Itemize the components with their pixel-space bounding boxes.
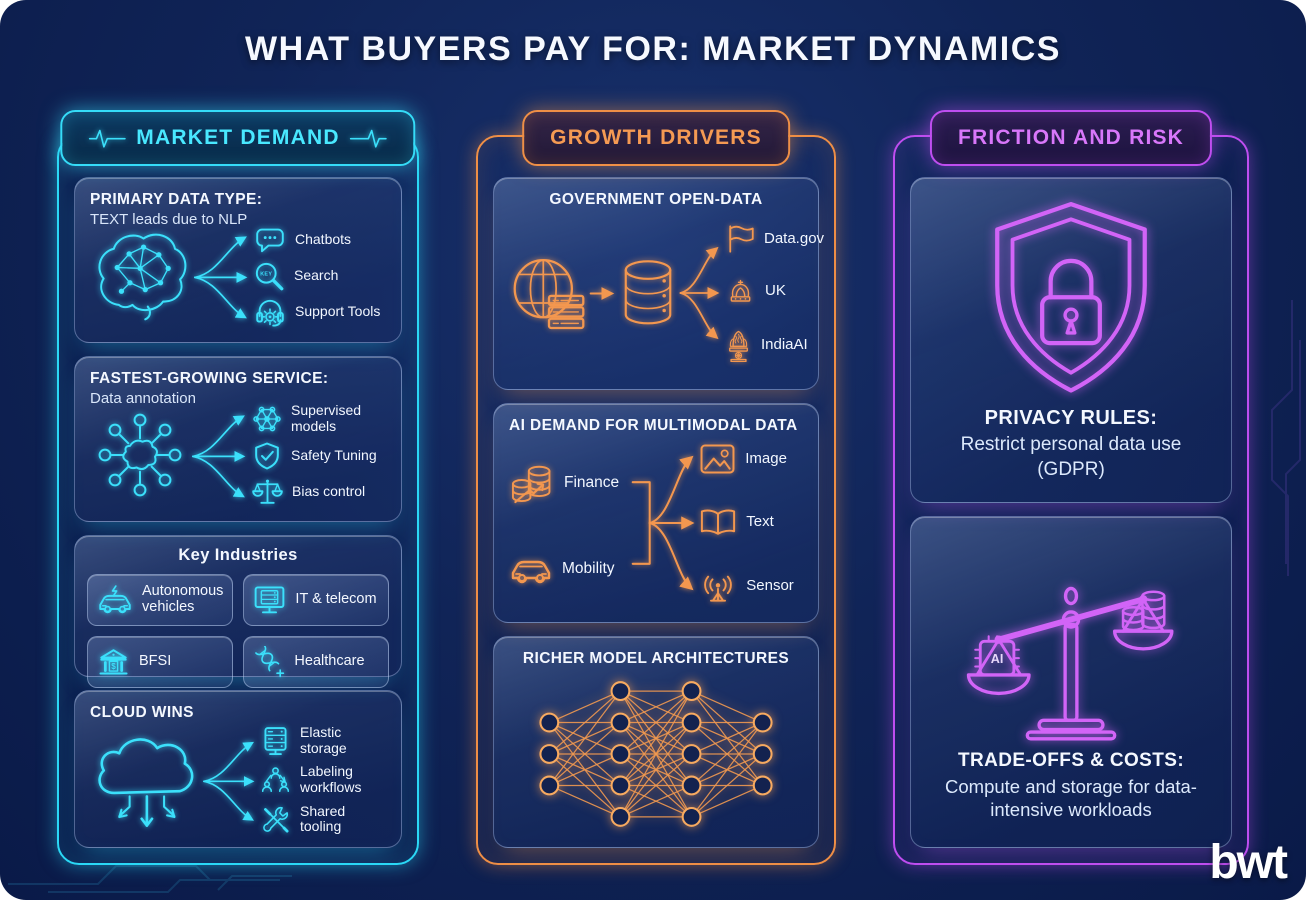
card-multimodal-demand: AI DEMAND FOR MULTIMODAL DATA Finance bbox=[493, 403, 819, 623]
globe-server-icon bbox=[513, 259, 585, 330]
card-privacy-rules: PRIVACY RULES: Restrict personal data us… bbox=[910, 177, 1232, 503]
list-item: Bias control bbox=[252, 477, 386, 507]
list-item: Mobility bbox=[509, 551, 631, 587]
market-demand-header-label: MARKET DEMAND bbox=[136, 126, 340, 149]
friction-risk-header-label: FRICTION AND RISK bbox=[957, 126, 1185, 149]
card-tradeoffs-costs: AI TRADE-OFFS & COSTS: Compute and stora… bbox=[910, 515, 1232, 848]
page-title: WHAT BUYERS PAY FOR: MARKET DYNAMICS bbox=[245, 30, 1061, 68]
database-icon bbox=[624, 260, 672, 325]
balance-ai-cost-icon: AI bbox=[966, 586, 1174, 741]
card-subtitle: TEXT leads due to NLP bbox=[90, 211, 248, 228]
column-friction-risk: FRICTION AND RISK PRIVACY RULES: Restric… bbox=[893, 110, 1249, 865]
card-body: Restrict personal data use (GDPR) bbox=[960, 434, 1182, 480]
card-fastest-growing-service: FASTEST-GROWING SERVICE: Data annotation bbox=[74, 356, 402, 522]
list-item: Sensor bbox=[699, 570, 803, 603]
india-emblem-icon bbox=[729, 330, 748, 362]
list-item: Finance bbox=[509, 460, 631, 506]
card-title: AI DEMAND FOR MULTIMODAL DATA bbox=[509, 417, 798, 434]
growth-drivers-header-label: GROWTH DRIVERS bbox=[550, 126, 762, 149]
column-market-demand: MARKET DEMAND PRIMARY DATA TYPE: TEXT le… bbox=[57, 110, 419, 865]
card-title: PRIVACY RULES: bbox=[984, 407, 1158, 430]
card-title: RICHER MODEL ARCHITECTURES bbox=[522, 650, 790, 667]
open-book-icon bbox=[701, 509, 736, 535]
card-cloud-wins: CLOUD WINS bbox=[74, 690, 402, 848]
annotation-hub-icon bbox=[98, 413, 182, 497]
list-item: IndiaAI bbox=[725, 328, 824, 362]
card-subtitle: Data annotation bbox=[90, 390, 196, 407]
server-monitor-icon bbox=[255, 585, 285, 613]
cloud-download-icon bbox=[98, 738, 194, 827]
market-demand-header: MARKET DEMAND bbox=[60, 110, 416, 166]
pulse-icon bbox=[350, 129, 388, 148]
coins-growth-icon bbox=[512, 465, 551, 503]
svg-text:$: $ bbox=[111, 662, 116, 671]
headset-gear-icon bbox=[256, 299, 284, 327]
svg-text:AI: AI bbox=[991, 652, 1004, 666]
card-title: CLOUD WINS bbox=[90, 704, 194, 721]
people-workflow-icon bbox=[261, 767, 290, 793]
tools-icon bbox=[263, 806, 289, 833]
list-item: Data.gov bbox=[725, 224, 824, 254]
card-title: Key Industries bbox=[178, 546, 298, 564]
friction-risk-header: FRICTION AND RISK bbox=[929, 110, 1213, 166]
list-item: KEY Search bbox=[254, 261, 386, 292]
flag-icon bbox=[729, 225, 754, 253]
list-item: Image bbox=[699, 443, 803, 475]
list-item: Labeling workflows bbox=[260, 763, 386, 795]
fan-arrows bbox=[192, 415, 246, 498]
columns-wrapper: MARKET DEMAND PRIMARY DATA TYPE: TEXT le… bbox=[0, 110, 1306, 865]
card-body: Compute and storage for data-intensive w… bbox=[945, 775, 1197, 821]
list-item: Support Tools bbox=[254, 296, 386, 328]
branch-arrows bbox=[631, 455, 695, 591]
fan-arrows bbox=[679, 246, 720, 340]
card-government-open-data: GOVERNMENT OPEN-DATA bbox=[493, 177, 824, 390]
magnifier-key-icon: KEY bbox=[255, 262, 284, 290]
list-item: Safety Tuning bbox=[252, 441, 386, 471]
industry-tile: $ BFSI bbox=[87, 636, 234, 688]
svg-text:KEY: KEY bbox=[260, 271, 272, 277]
bwt-logo: bwt bbox=[1209, 836, 1288, 889]
card-title: GOVERNMENT OPEN-DATA bbox=[549, 191, 763, 208]
industry-tile: Healthcare bbox=[243, 636, 389, 688]
autonomous-car-icon bbox=[99, 585, 131, 614]
card-richer-models: RICHER MODEL ARCHITECTURES bbox=[493, 636, 819, 848]
server-stack-icon bbox=[264, 727, 287, 756]
card-key-industries: Key Industries Autonomous vehicles bbox=[74, 535, 402, 688]
sensor-antenna-icon bbox=[704, 575, 733, 602]
fan-arrows bbox=[203, 741, 255, 821]
fan-arrows bbox=[194, 236, 248, 319]
list-item: Chatbots bbox=[254, 224, 386, 256]
card-primary-data-type: PRIMARY DATA TYPE: TEXT leads due to NLP bbox=[74, 177, 402, 343]
car-icon bbox=[511, 560, 551, 583]
industry-tile: IT & telecom bbox=[243, 574, 389, 626]
flow-arrow bbox=[589, 286, 615, 300]
list-item: Elastic storage bbox=[260, 724, 386, 756]
chat-bubble-icon bbox=[256, 228, 284, 253]
list-item: Shared tooling bbox=[260, 803, 386, 835]
dna-icon bbox=[255, 646, 285, 678]
card-title: TRADE-OFFS & COSTS: bbox=[957, 749, 1185, 771]
column-growth-drivers: GROWTH DRIVERS GOVERNMENT OPEN-DATA bbox=[476, 110, 836, 865]
industry-tile: Autonomous vehicles bbox=[87, 574, 234, 626]
card-title: PRIMARY DATA TYPE: bbox=[90, 191, 263, 208]
list-item: Supervised models bbox=[252, 402, 386, 434]
list-item: Text bbox=[699, 508, 803, 538]
mini-network-icon bbox=[253, 406, 281, 432]
brain-network-icon bbox=[98, 233, 187, 321]
shield-check-icon bbox=[255, 442, 279, 470]
list-item: UK bbox=[725, 278, 824, 305]
neural-network-diagram bbox=[539, 681, 773, 827]
bank-icon: $ bbox=[99, 648, 128, 674]
image-icon bbox=[700, 444, 735, 474]
crown-icon bbox=[730, 279, 751, 302]
balance-small-icon bbox=[252, 479, 283, 504]
growth-drivers-header: GROWTH DRIVERS bbox=[522, 110, 790, 166]
card-title: FASTEST-GROWING SERVICE: bbox=[90, 370, 329, 387]
shield-lock-icon bbox=[995, 202, 1147, 394]
pulse-icon bbox=[88, 129, 126, 148]
